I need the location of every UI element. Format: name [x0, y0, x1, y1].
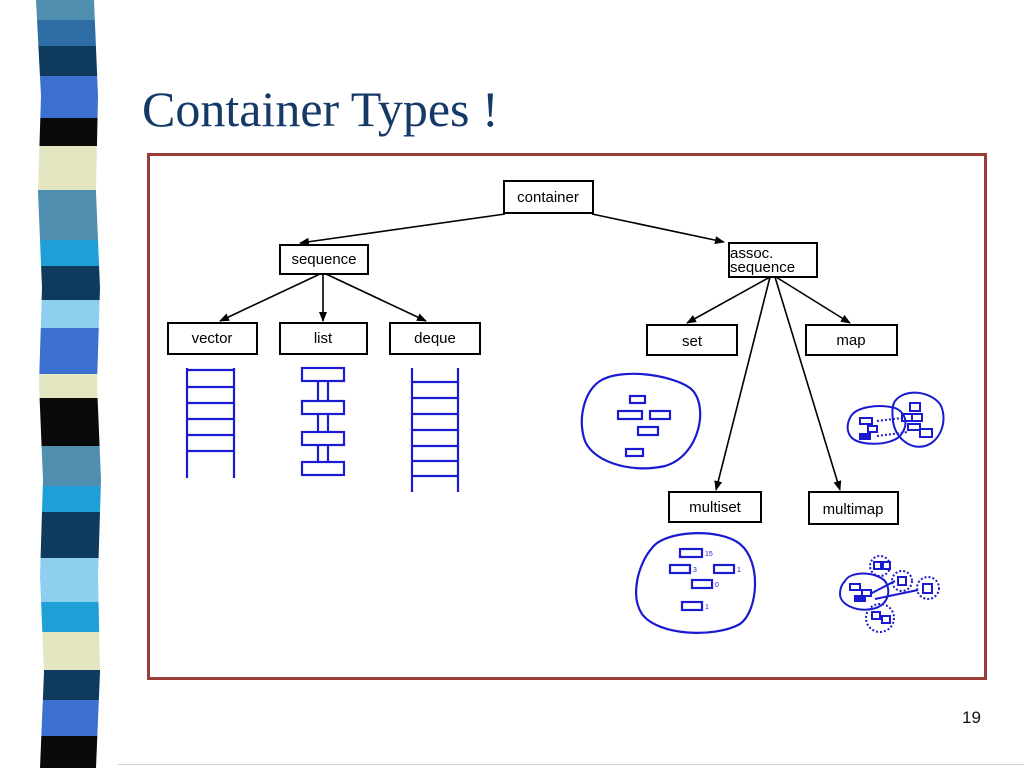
- list-node: [279, 322, 368, 355]
- vector-array-illustration: [185, 368, 236, 478]
- multiset-label: multiset: [689, 499, 742, 516]
- bottom-divider: [118, 764, 1024, 765]
- edge-sequence-deque: [325, 273, 427, 322]
- map-illustration: [846, 391, 945, 448]
- multiset-mark-3: 3: [693, 567, 697, 574]
- map-label: map: [836, 332, 865, 349]
- set-node: [646, 324, 738, 356]
- tree-edges: [219, 213, 851, 491]
- multiset-mark-15: 15: [705, 551, 713, 558]
- multimap-node: [808, 491, 899, 525]
- sequence-label: sequence: [291, 251, 356, 268]
- multiset-mark-1a: 1: [737, 567, 741, 574]
- decorative-stripe-bar: [36, 0, 101, 768]
- container-hierarchy-diagram: container sequence assoc. sequence vecto…: [167, 180, 945, 634]
- container-label: container: [517, 189, 579, 206]
- edge-assoc-map: [775, 276, 851, 324]
- diagram-frame: container sequence assoc. sequence vecto…: [147, 153, 987, 680]
- slide-title: Container Types !: [142, 81, 499, 137]
- vector-label: vector: [192, 330, 233, 347]
- list-linked-illustration: [300, 366, 346, 477]
- deque-node: [389, 322, 481, 355]
- map-node: [805, 324, 898, 356]
- edge-assoc-multiset: [714, 276, 771, 491]
- deque-label: deque: [414, 330, 456, 347]
- multiset-illustration: [635, 532, 757, 634]
- edge-assoc-set: [686, 276, 771, 324]
- multiset-node: [668, 491, 762, 523]
- page-number: 19: [962, 708, 981, 727]
- edge-container-assoc: [591, 213, 725, 245]
- assoc-label-line1: assoc.: [730, 245, 773, 262]
- multimap-label: multimap: [823, 501, 884, 518]
- list-label: list: [314, 330, 333, 347]
- vector-node: [167, 322, 258, 355]
- edge-sequence-vector: [219, 273, 321, 322]
- sequence-node: [279, 244, 369, 275]
- set-label: set: [682, 333, 703, 350]
- multimap-illustration: [838, 555, 940, 633]
- assoc-sequence-node: [728, 242, 818, 278]
- edge-container-sequence: [299, 213, 506, 246]
- deque-illustration: [410, 368, 460, 492]
- multiset-mark-1b: 1: [705, 604, 709, 611]
- assoc-label-line2: sequence: [730, 259, 795, 276]
- edge-assoc-multimap: [774, 276, 842, 491]
- set-illustration: [580, 372, 702, 470]
- multiset-mark-0: 0: [715, 582, 719, 589]
- container-node: [503, 180, 594, 214]
